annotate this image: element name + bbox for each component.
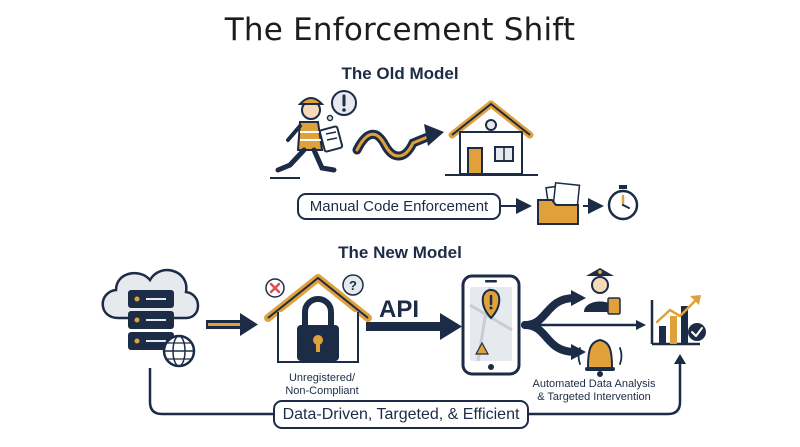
- house-icon: [445, 100, 538, 176]
- property-status-label: Unregistered/ Non-Compliant: [285, 372, 359, 397]
- api-arrow: [366, 313, 462, 340]
- bell-icon: [577, 338, 623, 377]
- manual-enforcement-label: Manual Code Enforcement: [297, 193, 501, 220]
- svg-text:?: ?: [349, 278, 357, 293]
- globe-icon: [162, 334, 196, 368]
- outcome-label: Data-Driven, Targeted, & Efficient: [273, 400, 529, 429]
- stopwatch-icon: [607, 185, 639, 221]
- growth-chart-icon: [650, 295, 706, 346]
- wavy-arrow-icon: [352, 124, 444, 161]
- cloud-database-icon: [101, 268, 200, 350]
- old-model-heading: The Old Model: [341, 64, 459, 83]
- arrow-to-property: [206, 313, 258, 336]
- api-label: API: [379, 296, 420, 323]
- folder-icon: [537, 182, 581, 225]
- officer-icon: [584, 268, 621, 315]
- smartphone-map-icon: [461, 274, 521, 376]
- inspector-running-icon: [270, 90, 357, 179]
- locked-house-icon: ?: [264, 274, 372, 363]
- page-title: The Enforcement Shift: [224, 12, 576, 48]
- new-model-heading: The New Model: [338, 243, 462, 262]
- feedback-loop: [148, 354, 686, 416]
- analysis-label: Automated Data Analysis & Targeted Inter…: [532, 378, 656, 403]
- branch-arrows: [521, 290, 646, 360]
